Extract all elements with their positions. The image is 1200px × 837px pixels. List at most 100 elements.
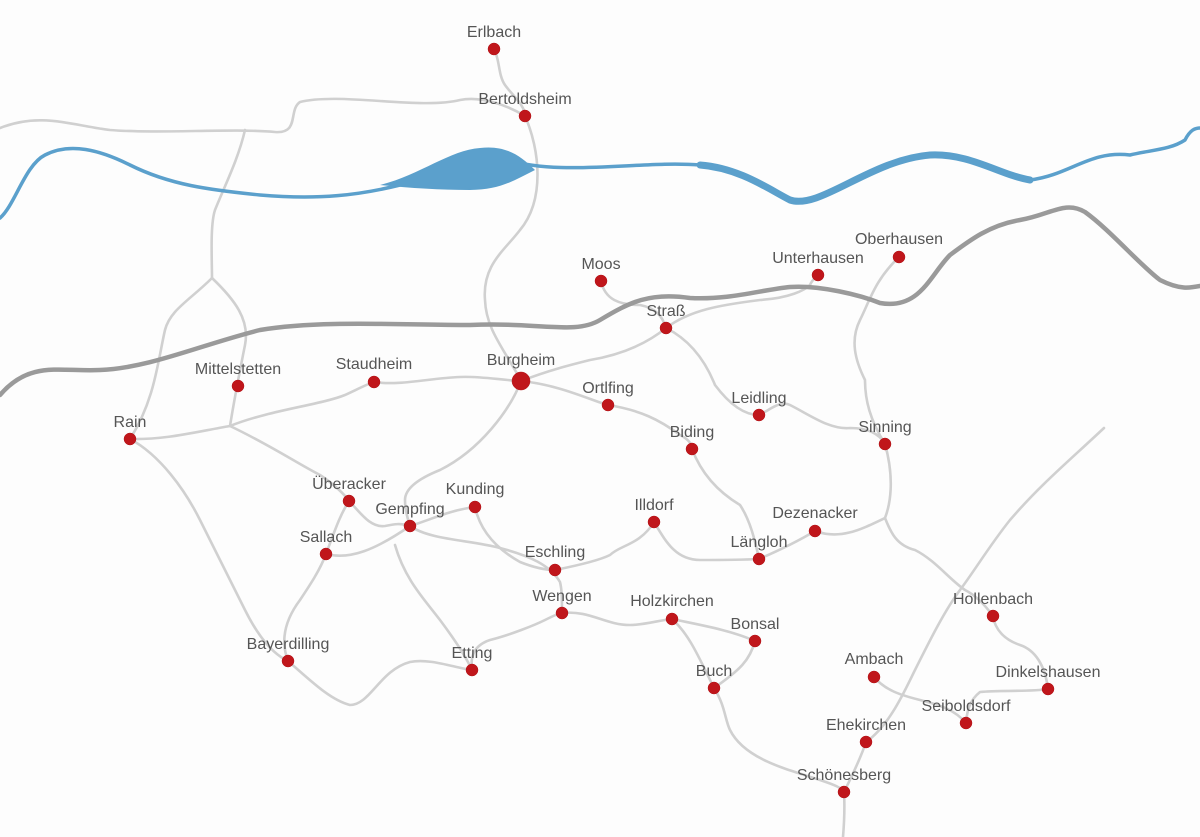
town-label: Unterhausen — [772, 250, 864, 267]
towns-layer: Erlbach Bertoldsheim Moos Unterhausen Ob… — [114, 24, 1101, 799]
town-illdorf[interactable]: Illdorf — [634, 497, 674, 529]
road — [664, 273, 820, 330]
town-ehekirchen[interactable]: Ehekirchen — [826, 717, 906, 749]
road — [757, 402, 887, 446]
town-label: Bonsal — [731, 616, 780, 633]
road — [372, 375, 523, 385]
town-label: Kunding — [446, 481, 505, 498]
town-label: Holzkirchen — [630, 593, 714, 610]
town-bayerdilling[interactable]: Bayerdilling — [247, 636, 330, 668]
road — [599, 279, 668, 330]
road — [324, 524, 412, 557]
road — [324, 499, 351, 556]
road — [483, 114, 539, 383]
town-eschling[interactable]: Eschling — [525, 544, 585, 577]
road — [841, 790, 846, 837]
road — [393, 543, 474, 672]
town-oberhausen[interactable]: Oberhausen — [855, 231, 943, 264]
road — [473, 505, 557, 572]
town-label: Illdorf — [634, 497, 674, 514]
road — [670, 617, 757, 643]
road-network — [0, 47, 1106, 837]
river-wide-section — [380, 147, 535, 190]
town-laengloh[interactable]: Längloh — [731, 534, 788, 566]
road — [492, 47, 527, 118]
town-label: Bertoldsheim — [478, 91, 571, 108]
town-biding[interactable]: Biding — [670, 424, 714, 456]
town-ambach[interactable]: Ambach — [845, 651, 904, 684]
town-strass[interactable]: Straß — [646, 303, 686, 335]
town-bonsal[interactable]: Bonsal — [731, 616, 780, 648]
town-sallach[interactable]: Sallach — [300, 529, 352, 561]
town-label: Staudheim — [336, 356, 413, 373]
river-line — [0, 126, 1200, 220]
town-label: Leidling — [731, 390, 786, 407]
town-label: Ambach — [845, 651, 904, 668]
road — [991, 614, 1050, 691]
town-dezenacker[interactable]: Dezenacker — [772, 505, 858, 538]
town-kunding[interactable]: Kunding — [446, 481, 505, 514]
road — [128, 437, 290, 663]
road — [519, 326, 668, 383]
town-staudheim[interactable]: Staudheim — [336, 356, 413, 389]
road — [286, 659, 474, 707]
town-schoenesberg[interactable]: Schönesberg — [797, 767, 891, 799]
road — [128, 380, 376, 441]
road — [690, 447, 761, 561]
road — [560, 611, 674, 627]
town-seiboldsdorf[interactable]: Seiboldsdorf — [922, 698, 1012, 730]
river-line — [696, 151, 1034, 205]
road — [347, 499, 412, 528]
railway-line — [0, 205, 1200, 398]
town-sinning[interactable]: Sinning — [858, 419, 912, 451]
town-label: Oberhausen — [855, 231, 943, 248]
town-gempfing[interactable]: Gempfing — [375, 501, 445, 533]
town-label: Schönesberg — [797, 767, 891, 784]
town-moos[interactable]: Moos — [581, 256, 621, 288]
town-label: Biding — [670, 424, 714, 441]
town-label: Überacker — [312, 475, 386, 493]
town-burgheim[interactable]: Burgheim — [487, 352, 555, 391]
town-dinkelshausen[interactable]: Dinkelshausen — [996, 664, 1101, 696]
town-label: Etting — [452, 645, 493, 662]
town-hollenbach[interactable]: Hollenbach — [953, 591, 1033, 623]
town-erlbach[interactable]: Erlbach — [467, 24, 521, 56]
road — [128, 276, 214, 441]
town-holzkirchen[interactable]: Holzkirchen — [630, 593, 714, 626]
town-label: Wengen — [532, 588, 591, 605]
town-label: Erlbach — [467, 24, 521, 41]
road — [872, 675, 968, 725]
road — [670, 617, 716, 690]
town-rain[interactable]: Rain — [114, 414, 147, 446]
road — [408, 524, 564, 615]
road — [403, 379, 523, 528]
town-leidling[interactable]: Leidling — [731, 390, 787, 422]
river — [0, 126, 1200, 220]
town-mittelstetten[interactable]: Mittelstetten — [195, 361, 281, 393]
road — [652, 520, 761, 562]
road — [853, 255, 901, 446]
town-bertoldsheim[interactable]: Bertoldsheim — [478, 91, 572, 123]
town-label: Längloh — [731, 534, 788, 551]
town-ortlfing[interactable]: Ortlfing — [582, 380, 634, 412]
town-label: Hollenbach — [953, 591, 1033, 608]
town-label: Dinkelshausen — [996, 664, 1101, 681]
town-label: Dezenacker — [772, 505, 858, 522]
town-label: Gempfing — [375, 501, 444, 518]
town-wengen[interactable]: Wengen — [532, 588, 592, 620]
road — [210, 276, 248, 428]
town-label: Mittelstetten — [195, 361, 281, 378]
town-label: Bayerdilling — [247, 636, 330, 653]
road — [864, 426, 1106, 744]
town-unterhausen[interactable]: Unterhausen — [772, 250, 864, 282]
town-etting[interactable]: Etting — [452, 645, 493, 677]
town-buch[interactable]: Buch — [696, 663, 732, 695]
railway — [0, 205, 1200, 398]
road — [282, 552, 328, 663]
road — [664, 326, 761, 417]
town-ueberacker[interactable]: Überacker — [312, 475, 387, 508]
road — [883, 516, 995, 618]
town-label: Rain — [114, 414, 147, 431]
